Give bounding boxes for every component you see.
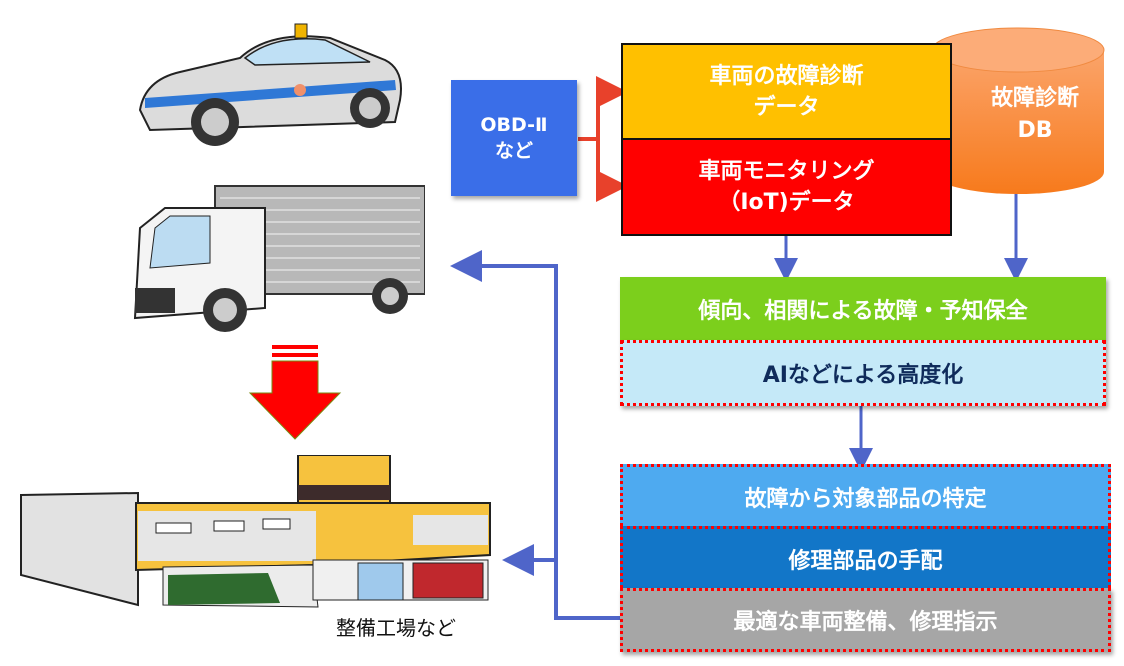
vehicle-monitoring-data-line2: （IoT)データ xyxy=(718,190,855,215)
facility-label: 整備工場など xyxy=(336,616,456,640)
obd-label-line1: OBD-Ⅱ xyxy=(480,114,548,136)
split-arrow xyxy=(578,76,628,202)
database-label-line1: 故障診断 xyxy=(990,86,1079,111)
fault-diagnosis-data-line1: 車両の故障診断 xyxy=(709,63,864,89)
feedback-arrow xyxy=(450,250,620,620)
obd-source-box: OBD-Ⅱ など xyxy=(451,80,577,196)
ai-enhancement-box: AIなどによる高度化 xyxy=(620,340,1106,406)
repair-instruction-box: 最適な車両整備、修理指示 xyxy=(620,588,1111,652)
repair-instruction-label: 最適な車両整備、修理指示 xyxy=(733,610,998,635)
parts-ordering-box: 修理部品の手配 xyxy=(620,526,1111,588)
fault-diagnosis-data-box: 車両の故障診断 データ xyxy=(621,43,952,139)
big-down-arrow xyxy=(248,345,342,440)
ai-enhancement-label: AIなどによる高度化 xyxy=(762,363,964,388)
vehicle-monitoring-data-line1: 車両モニタリング xyxy=(698,159,875,184)
truck-illustration xyxy=(133,185,425,332)
predictive-maintenance-box: 傾向、相関による故障・予知保全 xyxy=(620,277,1106,340)
parts-ordering-label: 修理部品の手配 xyxy=(788,548,943,574)
database-label: 故障診断 DB xyxy=(960,80,1110,150)
taxi-illustration xyxy=(138,23,402,146)
predictive-maintenance-label: 傾向、相関による故障・予知保全 xyxy=(698,298,1028,324)
fault-diagnosis-data-line2: データ xyxy=(753,94,820,120)
obd-label-line2: など xyxy=(494,140,533,162)
database-label-line2: DB xyxy=(1017,118,1053,143)
part-identification-label: 故障から対象部品の特定 xyxy=(744,486,987,512)
repair-facility-illustration xyxy=(20,455,491,608)
database-cylinder xyxy=(931,27,1105,194)
part-identification-box: 故障から対象部品の特定 xyxy=(620,464,1111,526)
vehicle-monitoring-data-box: 車両モニタリング （IoT)データ xyxy=(621,139,952,236)
